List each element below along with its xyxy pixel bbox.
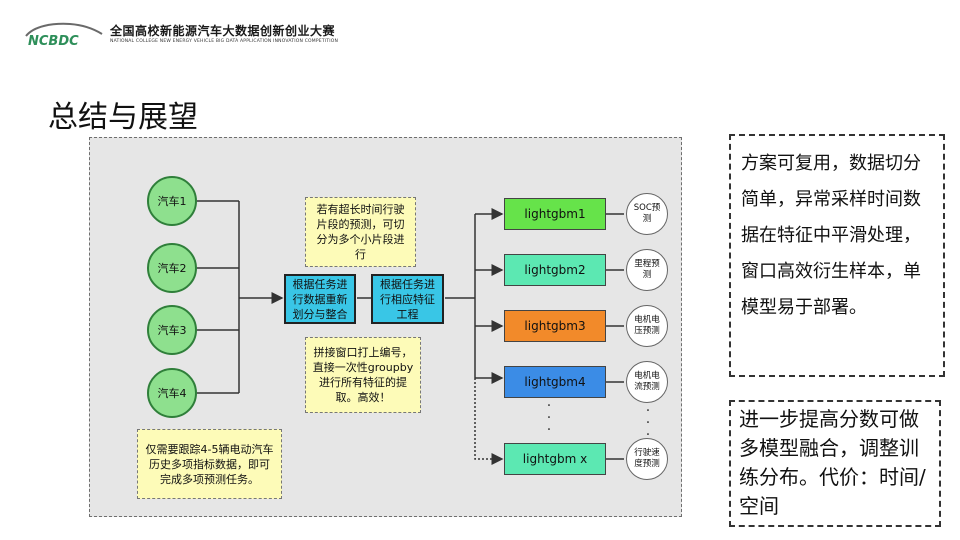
- side-note-future-work: 进一步提高分数可做多模型融合，调整训练分布。代价：时间/空间: [729, 400, 941, 527]
- target-soc: SOC预测: [626, 193, 668, 235]
- model-lightgbm1: lightgbm1: [504, 198, 606, 230]
- note-long-segments: 若有超长时间行驶片段的预测，可切分为多个小片段进行: [305, 197, 416, 267]
- header-logo: NCBDC: [22, 20, 106, 49]
- header-title-en: NATIONAL COLLEGE NEW ENERGY VEHICLE BIG …: [110, 39, 339, 44]
- target-ellipsis: · · ·: [645, 403, 651, 443]
- car-node-3: 汽车3: [147, 305, 197, 355]
- car-node-4: 汽车4: [147, 368, 197, 418]
- car-node-2: 汽车2: [147, 243, 197, 293]
- side-note-reusability: 方案可复用，数据切分简单，异常采样时间数据在特征中平滑处理，窗口高效衍生样本，单…: [729, 134, 945, 377]
- note-window-groupby: 拼接窗口打上编号，直接一次性groupby进行所有特征的提取。高效！: [305, 337, 421, 413]
- arrow-model-x: [474, 378, 504, 465]
- model-lightgbm2: lightgbm2: [504, 254, 606, 286]
- target-speed: 行驶速度预测: [626, 438, 668, 480]
- model-lightgbm-x: lightgbm x: [504, 443, 606, 475]
- note-few-vehicles: 仅需要跟踪4-5辆电动汽车历史多项指标数据，即可完成多项预测任务。: [137, 429, 282, 499]
- car-node-1: 汽车1: [147, 176, 197, 226]
- target-motor-voltage: 电机电压预测: [626, 305, 668, 347]
- page-title: 总结与展望: [48, 100, 198, 135]
- logo-car-icon: NCBDC: [25, 22, 103, 49]
- step-data-partition: 根据任务进行数据重新划分与整合: [284, 274, 356, 324]
- logo-mark: NCBDC: [28, 34, 79, 48]
- header-title-cn: 全国高校新能源汽车大数据创新创业大赛: [110, 24, 336, 38]
- target-motor-current: 电机电流预测: [626, 361, 668, 403]
- target-mileage: 里程预测: [626, 249, 668, 291]
- model-lightgbm4: lightgbm4: [504, 366, 606, 398]
- model-lightgbm3: lightgbm3: [504, 310, 606, 342]
- model-ellipsis: · · ·: [546, 398, 552, 438]
- step-feature-engineering: 根据任务进行相应特征工程: [371, 274, 444, 324]
